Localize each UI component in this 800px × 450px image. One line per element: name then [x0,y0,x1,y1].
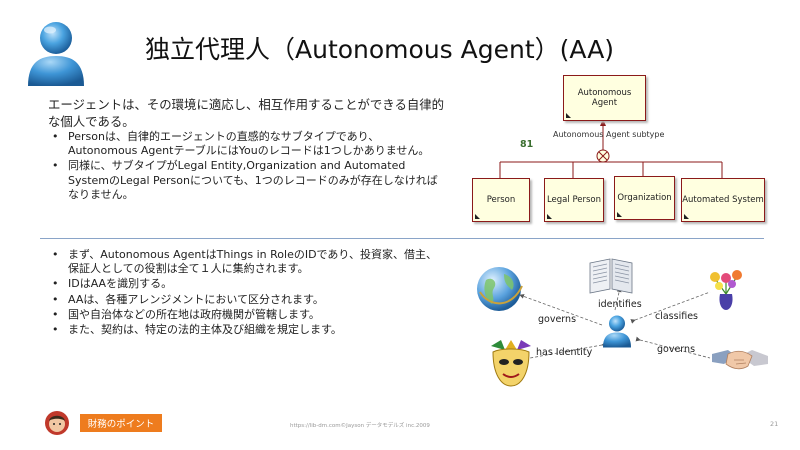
relation-label: identifies [598,299,642,310]
relation-label: governs [538,314,577,325]
relation-label: has Identity [536,347,593,358]
entity-organization: Organization [614,176,675,220]
page-title: 独立代理人（Autonomous Agent）(AA) [145,35,615,64]
agent-person-icon [603,315,631,348]
book-icon [589,258,633,294]
entity-automated-system: Automated System [681,178,765,222]
handshake-icon [712,350,768,370]
entity-person: Person [472,178,530,222]
footer-tag-button[interactable]: 財務のポイント [80,414,162,432]
entity-label: Automated System [682,195,764,205]
divider [40,238,764,239]
list-item: また、契約は、特定の法的主体及び組織を規定します。 [48,323,443,337]
flowers-icon [710,270,742,310]
relationship-count: 81 [520,139,534,150]
entity-label: Autonomous Agent [577,88,632,108]
entity-label: Organization [617,193,672,203]
list-item: 同様に、サブタイプがLegal Entity,Organization and … [48,159,443,202]
bullet-list-top: Personは、自律的エージェントの直感的なサブタイプであり、Autonomou… [48,130,443,203]
list-item: Personは、自律的エージェントの直感的なサブタイプであり、Autonomou… [48,130,443,158]
concept-map-arrows [519,287,711,359]
entity-label: Legal Person [546,195,602,205]
subtype-label: Autonomous Agent subtype [553,130,665,139]
page-number: 21 [770,420,779,428]
person-avatar-icon [28,22,84,86]
footer-credit: https://lib-dm.com©Jayson データモデルズ inc.20… [290,423,430,429]
presenter-face-icon [45,411,69,435]
globe-icon [477,267,523,311]
subtype-connectors [499,119,723,178]
intro-text: エージェントは、その環境に適応し、相互作用することができる自律的な個人である。 [48,97,445,129]
entity-label: Person [486,195,516,205]
relation-label: governs [657,344,696,355]
list-item: IDはAAを識別する。 [48,277,443,291]
list-item: AAは、各種アレンジメントにおいて区分されます。 [48,293,443,307]
entity-autonomous-agent: Autonomous Agent [563,75,646,121]
relation-label: classifies [655,311,699,322]
list-item: 国や自治体などの所在地は政府機関が管轄します。 [48,308,443,322]
entity-legal-person: Legal Person [544,178,604,222]
mask-icon [491,340,531,387]
list-item: まず、Autonomous AgentはThings in RoleのIDであり… [48,248,443,276]
bullet-list-bottom: まず、Autonomous AgentはThings in RoleのIDであり… [48,248,443,338]
